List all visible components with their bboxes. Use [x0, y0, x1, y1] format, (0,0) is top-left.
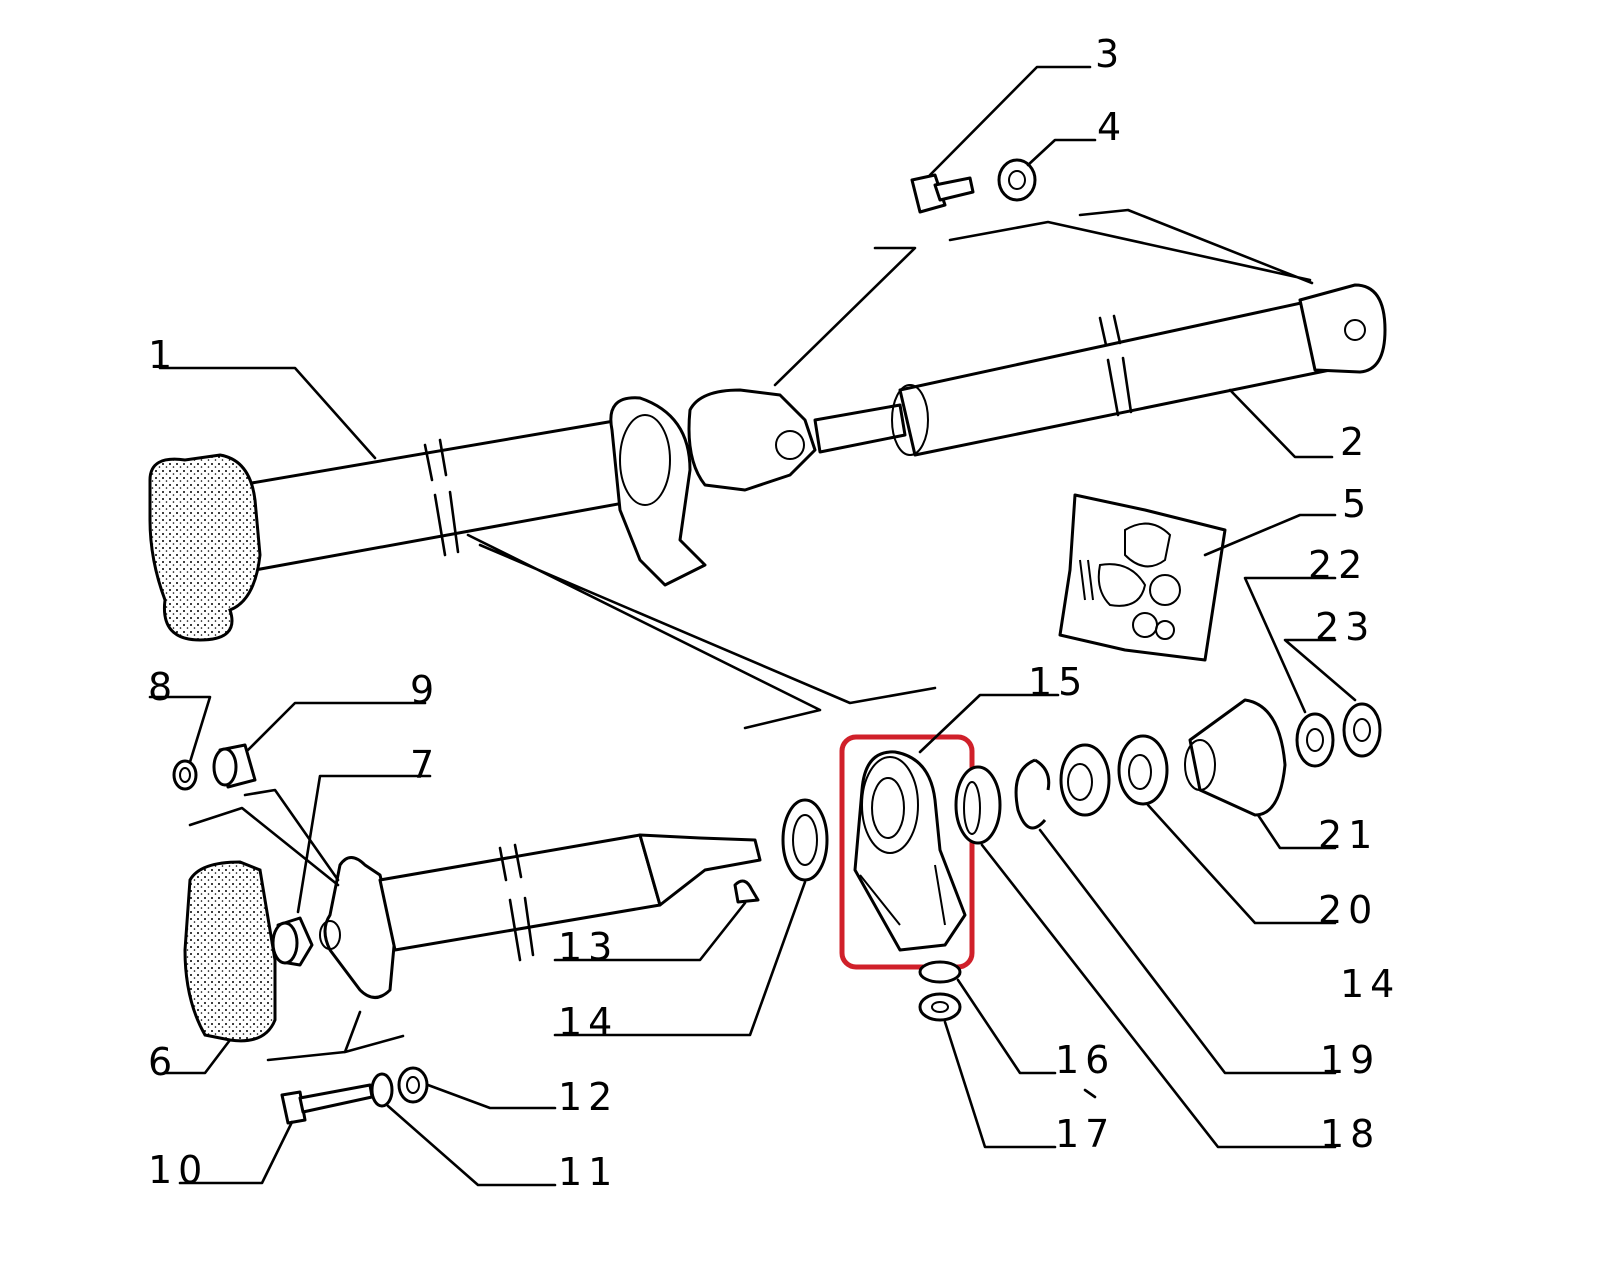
- callout-labels: 1 2 3 4 5 6 7 8 9 10 11 12 13 14 14 15 1…: [148, 32, 1400, 1194]
- callout-13: 13: [558, 925, 618, 969]
- nut-23: [1342, 702, 1382, 758]
- bush-9: [212, 743, 257, 789]
- upper-center-bearing: [609, 396, 707, 587]
- highlight-box: [839, 734, 975, 970]
- nut-22: [1295, 712, 1335, 768]
- callout-17: 17: [1055, 1112, 1115, 1156]
- bolt-3: [910, 173, 975, 214]
- upper-shaft-assembly: [148, 283, 1387, 642]
- center-bearing-15: [853, 750, 967, 952]
- callout-18: 18: [1320, 1112, 1380, 1156]
- flex-coupling-6: [183, 860, 277, 1043]
- lower-shaft-taper: [638, 833, 762, 907]
- callout-9: 9: [410, 668, 440, 712]
- nut-4: [997, 158, 1037, 202]
- lower-front-flange: [323, 856, 397, 999]
- callout-3: 3: [1095, 32, 1125, 76]
- callout-5: 5: [1342, 482, 1372, 526]
- callout-4: 4: [1097, 105, 1127, 149]
- washer-8: [172, 759, 198, 791]
- flange-21: [1184, 698, 1287, 817]
- upper-universal-joint: [687, 388, 817, 492]
- upper-joint-pin: [775, 430, 805, 460]
- key-13: [733, 879, 760, 904]
- callout-1: 1: [148, 333, 178, 377]
- callout-20: 20: [1318, 888, 1378, 932]
- callout-23: 23: [1315, 605, 1375, 649]
- callout-22: 22: [1308, 543, 1368, 587]
- callout-2: 2: [1340, 420, 1370, 464]
- callout-21: 21: [1318, 813, 1378, 857]
- front-flex-coupling: [148, 453, 262, 642]
- callout-14-left: 14: [558, 1000, 618, 1044]
- leader-lines: [148, 65, 1357, 1187]
- upper-bearing-ring: [619, 414, 671, 506]
- rear-flange: [1298, 283, 1387, 374]
- uj-repair-kit-5: [1058, 493, 1227, 662]
- bearing-14-right: [1059, 743, 1111, 817]
- callout-11: 11: [558, 1150, 618, 1194]
- callout-7: 7: [410, 743, 440, 787]
- circlip-19: [1014, 758, 1051, 830]
- seal-14-left: [781, 798, 829, 882]
- nut-17: [918, 992, 962, 1022]
- rear-shaft-end: [891, 384, 929, 456]
- callout-14-right: 14: [1340, 962, 1400, 1006]
- callout-10: 10: [148, 1148, 208, 1192]
- bolt-10: [280, 1083, 374, 1125]
- washer-11: [370, 1072, 394, 1108]
- seal-18: [954, 765, 1002, 845]
- front-shaft-break: [423, 438, 460, 557]
- bush-7: [271, 916, 314, 967]
- lower-flange-hub: [319, 920, 341, 950]
- upper-stub-shaft: [813, 403, 907, 454]
- bearing-20: [1117, 734, 1169, 806]
- callout-12: 12: [558, 1075, 618, 1119]
- lower-shaft-break: [498, 843, 535, 962]
- rear-flange-hole: [1344, 319, 1366, 341]
- nut-12: [397, 1066, 429, 1104]
- rear-shaft-break: [1098, 314, 1133, 417]
- callout-6: 6: [148, 1040, 178, 1084]
- callout-19: 19: [1320, 1038, 1380, 1082]
- callout-16: 16: [1055, 1038, 1115, 1082]
- washer-16: [918, 960, 962, 984]
- callout-8: 8: [148, 665, 178, 709]
- callout-15: 15: [1028, 660, 1088, 704]
